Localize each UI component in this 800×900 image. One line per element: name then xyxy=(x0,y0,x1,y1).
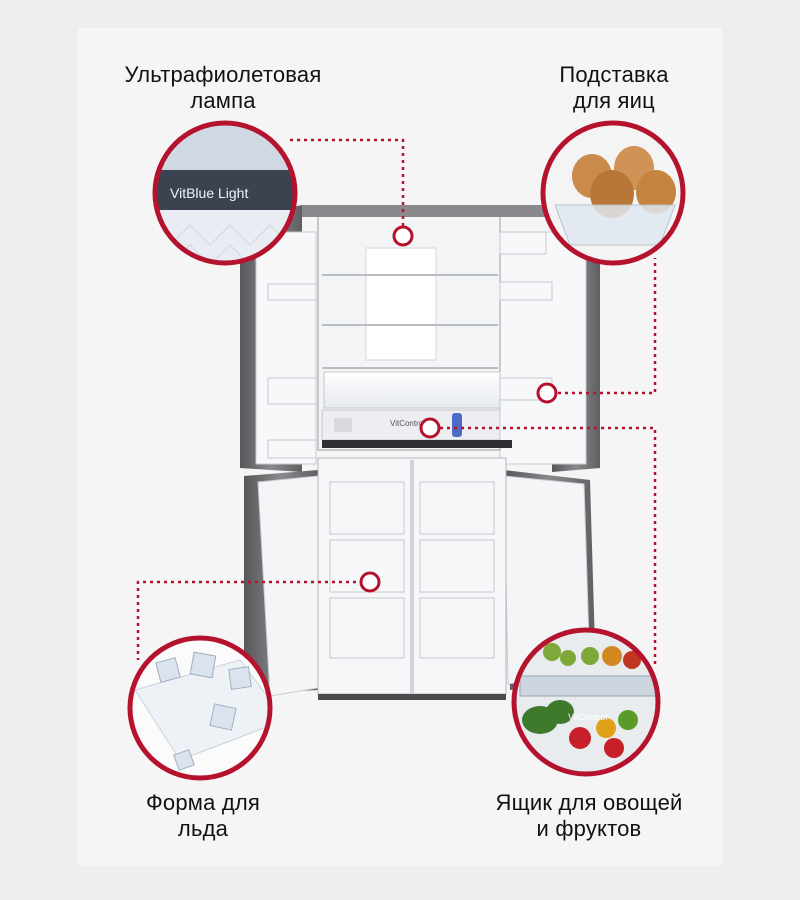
uv-lamp-caption: Ультрафиолетовая лампа xyxy=(100,62,346,114)
uv-lamp-callout: VitBlue Light xyxy=(152,120,298,266)
uv-lamp-caption-line2: лампа xyxy=(190,88,256,113)
ice-tray-callout xyxy=(127,635,273,781)
veg-hotspot xyxy=(419,417,441,439)
ice-tray-caption-line1: Форма для xyxy=(145,790,261,815)
veg-drawer-callout: VitControl xyxy=(511,627,661,777)
ice-tray-caption-line2: льда xyxy=(177,816,229,841)
egg-tray-caption-line2: для яиц xyxy=(573,88,655,113)
ice-hotspot xyxy=(359,571,381,593)
fridge-body: VitControl xyxy=(240,205,600,700)
control-panel-label: VitControl xyxy=(390,419,425,428)
uv-hotspot xyxy=(392,225,414,247)
uv-leader xyxy=(290,138,405,228)
uv-lamp-caption-line1: Ультрафиолетовая xyxy=(124,62,322,87)
egg-tray-caption-line1: Подставка xyxy=(559,62,669,87)
veg-drawer-caption-line1: Ящик для овощей xyxy=(495,790,683,815)
veg-drawer-caption-line2: и фруктов xyxy=(536,816,642,841)
ice-tray-caption: Форма для льда xyxy=(128,790,278,842)
leader-lines xyxy=(136,138,657,668)
egg-hotspot xyxy=(536,382,558,404)
vitcontrol-label: VitControl xyxy=(568,712,607,722)
vitblue-label: VitBlue Light xyxy=(170,185,248,201)
veg-leader xyxy=(440,426,657,668)
ice-leader xyxy=(136,580,370,660)
veg-drawer-caption: Ящик для овощей и фруктов xyxy=(470,790,708,842)
egg-tray-caption: Подставка для яиц xyxy=(540,62,688,114)
egg-tray-callout xyxy=(540,120,686,266)
hotspots xyxy=(359,225,558,593)
